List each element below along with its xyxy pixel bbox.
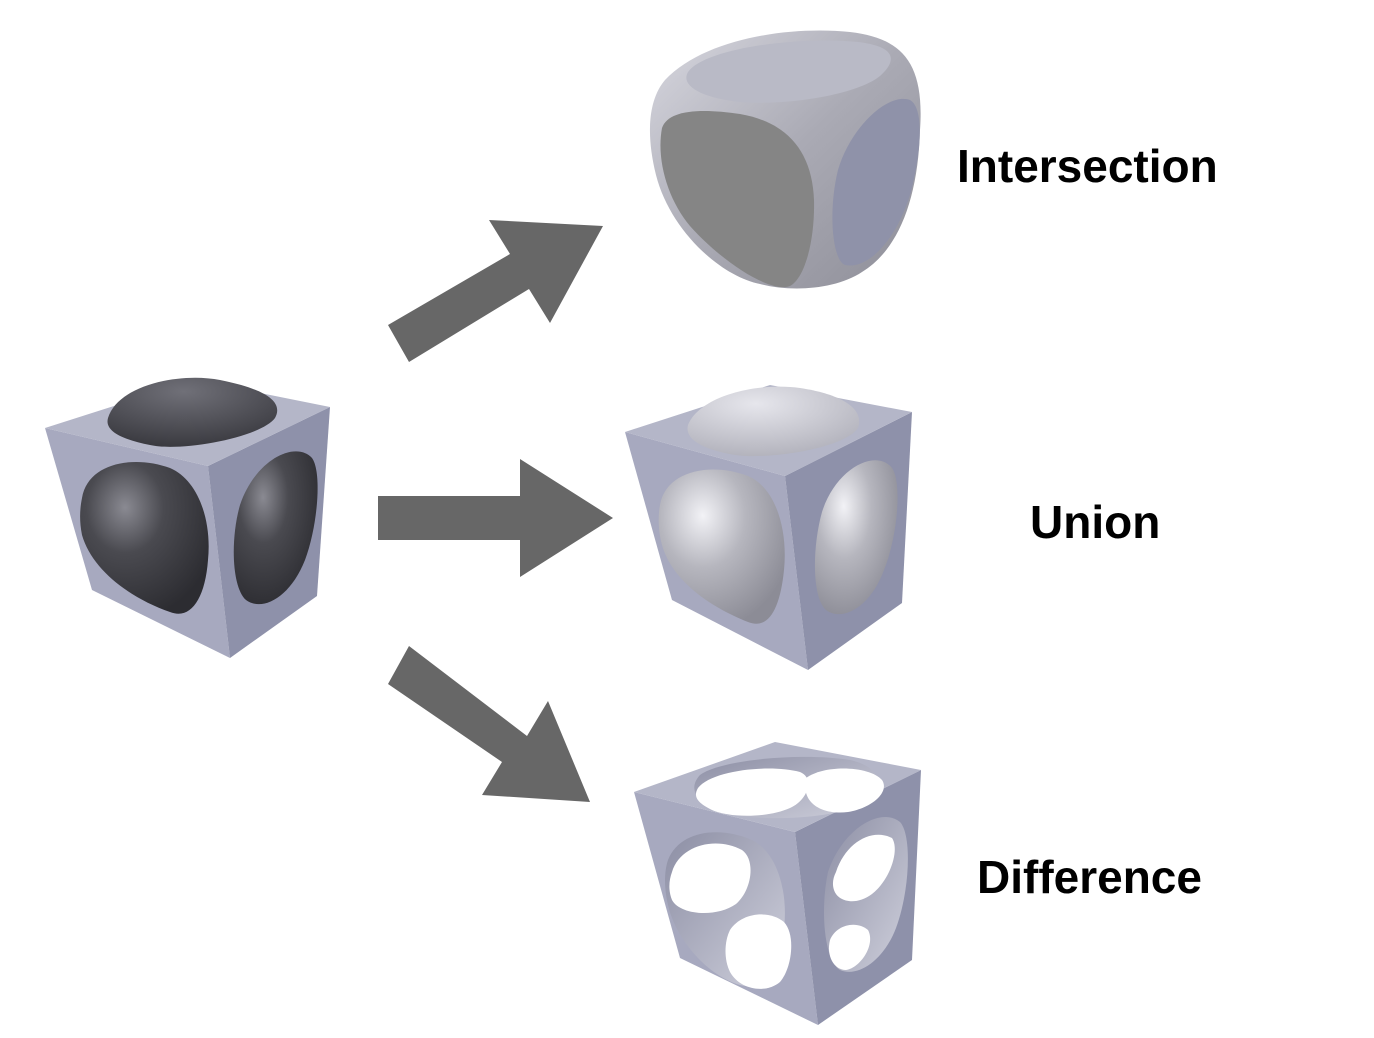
cube-sphere-combined-icon [45,377,330,658]
cube-with-sphere-union-icon [625,385,912,670]
rounded-cube-intersection-icon [649,30,921,289]
intersection-label: Intersection [957,140,1218,192]
difference-label: Difference [977,851,1202,903]
hollow-cube-difference-icon [634,742,921,1025]
block-arrow-up-right [388,220,603,362]
union-label: Union [1030,496,1161,548]
block-arrow-down-right [388,646,590,802]
block-arrow-right [378,459,613,577]
